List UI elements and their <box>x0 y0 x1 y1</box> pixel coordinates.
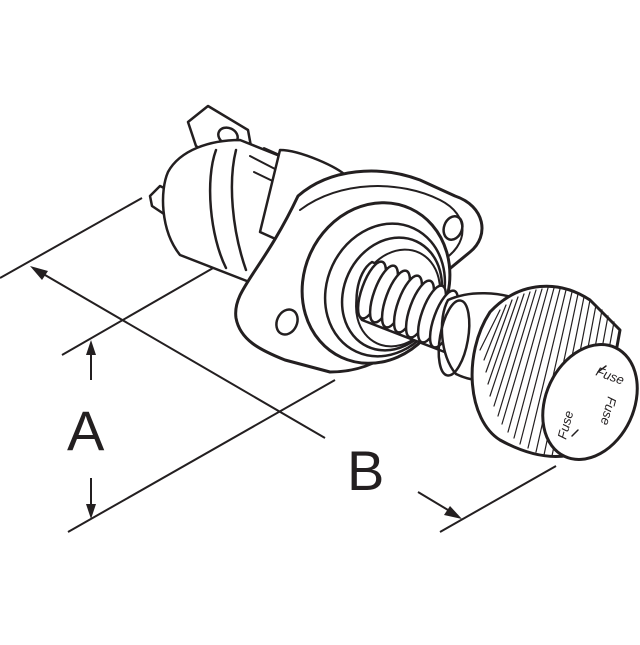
arrow-a-bottom <box>86 504 96 519</box>
dimension-line-b <box>32 267 326 439</box>
cap-rotation-arrows <box>571 365 607 437</box>
mounting-hole-left-icon <box>275 308 299 336</box>
dimension-label-a: A <box>67 399 105 462</box>
dimension-label-b: B <box>347 439 384 502</box>
extension-line-top-left <box>0 197 143 279</box>
arrow-a-top <box>86 340 96 355</box>
cap-label-right: Fuse <box>598 395 620 427</box>
knurled-cap: Fuse Fuse Fuse <box>470 284 639 461</box>
mounting-hole-right-icon <box>442 215 464 241</box>
dimension-lines <box>0 197 557 533</box>
threaded-shaft <box>355 260 530 383</box>
extension-line-b-right <box>439 465 557 533</box>
cap-label-left: Fuse <box>554 409 576 441</box>
cap-end-face <box>541 343 639 461</box>
arrow-b-start <box>30 266 48 280</box>
extension-line-a-bottom <box>67 379 336 533</box>
arrow-b-end <box>444 506 462 519</box>
